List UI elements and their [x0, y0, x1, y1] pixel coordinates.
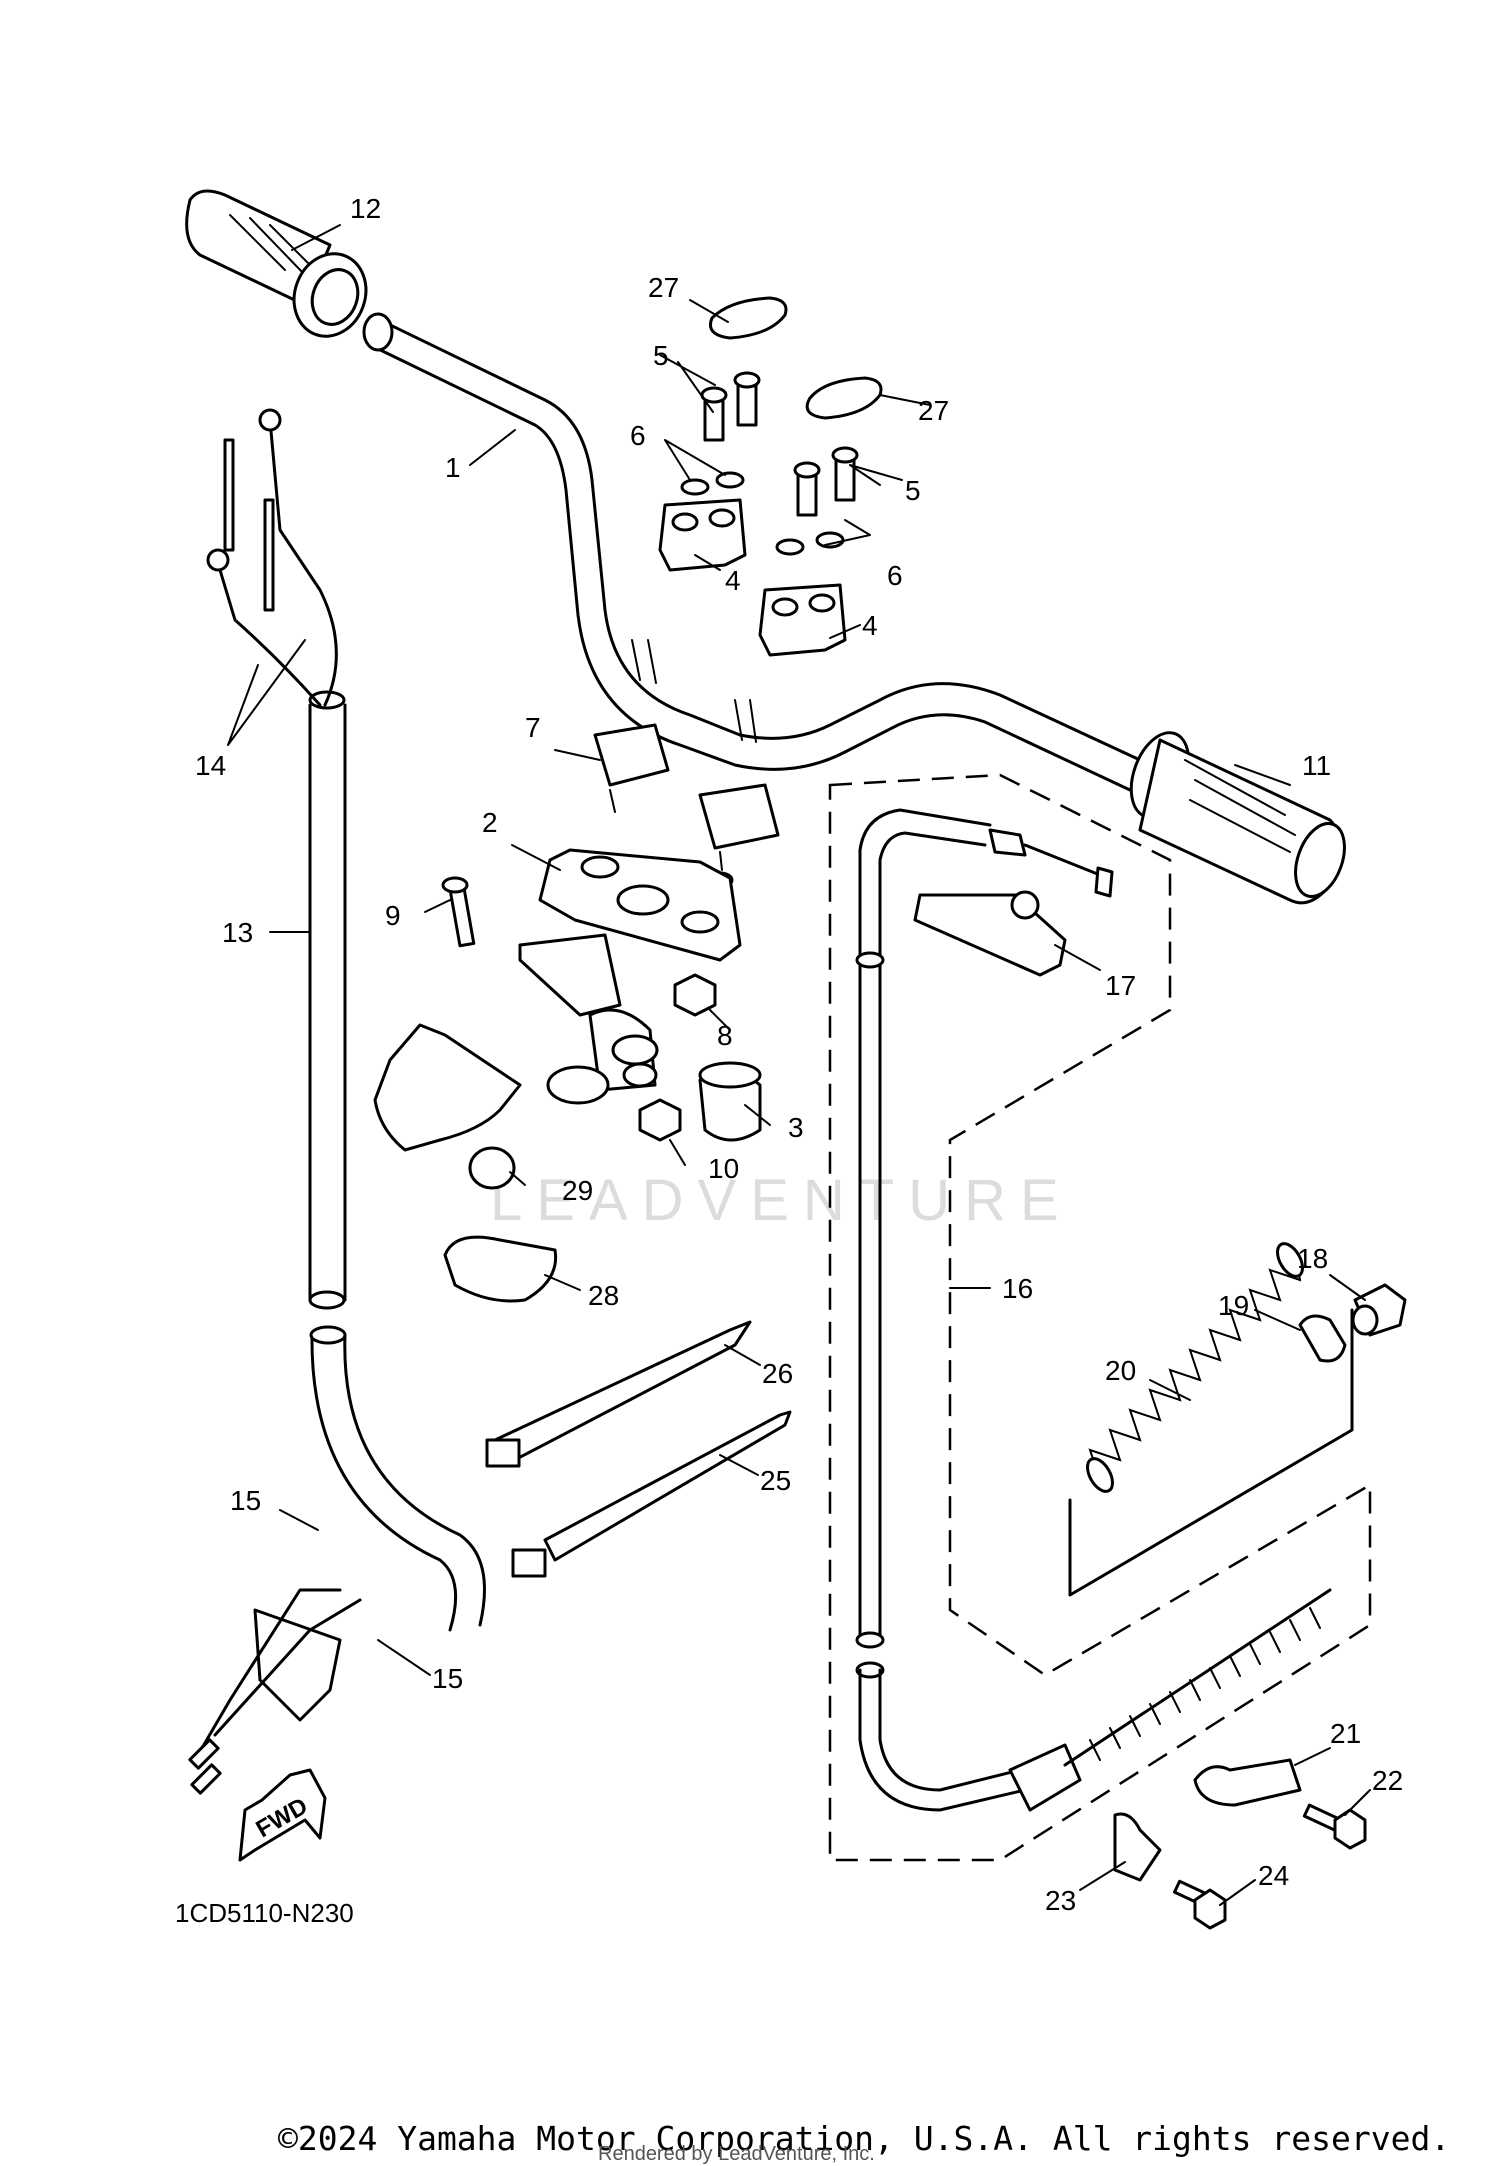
- brake-cable-box: [828, 773, 1372, 1862]
- cable-tie-25: [511, 1410, 792, 1578]
- callout-17: 17: [1105, 970, 1136, 1001]
- handle-cover: [373, 1023, 522, 1190]
- callout-2: 2: [482, 807, 498, 838]
- callout-16: 16: [1002, 1273, 1033, 1304]
- cable-adjuster: [1008, 1588, 1332, 1812]
- callout-15-bottom: 15: [432, 1663, 463, 1694]
- bracket-line-20: [1068, 1308, 1354, 1597]
- callout-4-left: 4: [725, 565, 741, 596]
- copyright-notice: ©2024 Yamaha Motor Corporation, U.S.A. A…: [278, 2119, 1450, 2158]
- callout-labels: 12 1 27 5 6 4 27 5 6 4 7 2 9 13 14 11 17…: [195, 193, 1403, 1916]
- clamp-21: [1193, 1758, 1302, 1807]
- bolts-upper: [700, 371, 859, 517]
- callout-15-top: 15: [230, 1485, 261, 1516]
- callout-12: 12: [350, 193, 381, 224]
- throttle-cable: [206, 408, 486, 1632]
- bar-caps: [709, 296, 883, 420]
- leader-lines: [227, 224, 1371, 1906]
- bolt-24: [1173, 1879, 1227, 1930]
- nut-8: [673, 973, 717, 1017]
- bolt-22: [1302, 1803, 1367, 1850]
- callout-4-right: 4: [862, 610, 878, 641]
- lever-17: [913, 890, 1067, 977]
- washers: [680, 471, 845, 556]
- callout-25: 25: [760, 1465, 791, 1496]
- callout-6-right: 6: [887, 560, 903, 591]
- callout-5-left: 5: [653, 340, 669, 371]
- callout-7: 7: [525, 712, 541, 743]
- callout-6-left: 6: [630, 420, 646, 451]
- upper-holder-left: [658, 498, 747, 572]
- handle-crown: [518, 848, 742, 1105]
- watermark: LEADVENTURE: [490, 1168, 1073, 1233]
- callout-3: 3: [788, 1112, 804, 1143]
- fwd-arrow-icon: FWD: [238, 1768, 327, 1862]
- grip-left: [185, 189, 368, 338]
- callout-19: 19: [1218, 1290, 1249, 1321]
- callout-29: 29: [562, 1175, 593, 1206]
- collar-3: [698, 1061, 762, 1142]
- callout-21: 21: [1330, 1718, 1361, 1749]
- brake-cable: [855, 808, 1114, 1812]
- grip-right: [1129, 731, 1346, 905]
- diagram-code: 1CD5110-N230: [175, 1898, 354, 1928]
- callout-28: 28: [588, 1280, 619, 1311]
- nut-10: [638, 1098, 682, 1142]
- callout-11: 11: [1302, 750, 1331, 781]
- bolt-9: [441, 876, 476, 948]
- callout-26: 26: [762, 1358, 793, 1389]
- adjuster-18: [1351, 1283, 1407, 1337]
- clamp-28: [443, 1235, 558, 1303]
- upper-holder-right: [758, 583, 847, 657]
- clip-23: [1113, 1812, 1162, 1882]
- handlebar: [362, 312, 1142, 792]
- callout-8: 8: [717, 1020, 733, 1051]
- callout-10: 10: [708, 1153, 739, 1184]
- callout-27-left: 27: [648, 272, 679, 303]
- callout-5-right: 5: [905, 475, 921, 506]
- callout-23: 23: [1045, 1885, 1076, 1916]
- callout-9: 9: [385, 900, 401, 931]
- collar-19: [1298, 1314, 1347, 1363]
- callout-13: 13: [222, 917, 253, 948]
- callout-27-right: 27: [918, 395, 949, 426]
- callout-1: 1: [445, 452, 461, 483]
- rendered-by: Rendered by LeadVenture, Inc.: [598, 2143, 875, 2165]
- callout-18: 18: [1297, 1243, 1328, 1274]
- callout-24: 24: [1258, 1860, 1289, 1891]
- cable-tie-26: [485, 1320, 752, 1468]
- spring-20: [1086, 1242, 1304, 1493]
- callout-22: 22: [1372, 1765, 1403, 1796]
- cable-bracket: [188, 1588, 362, 1795]
- callout-20: 20: [1105, 1355, 1136, 1386]
- callout-14: 14: [195, 750, 226, 781]
